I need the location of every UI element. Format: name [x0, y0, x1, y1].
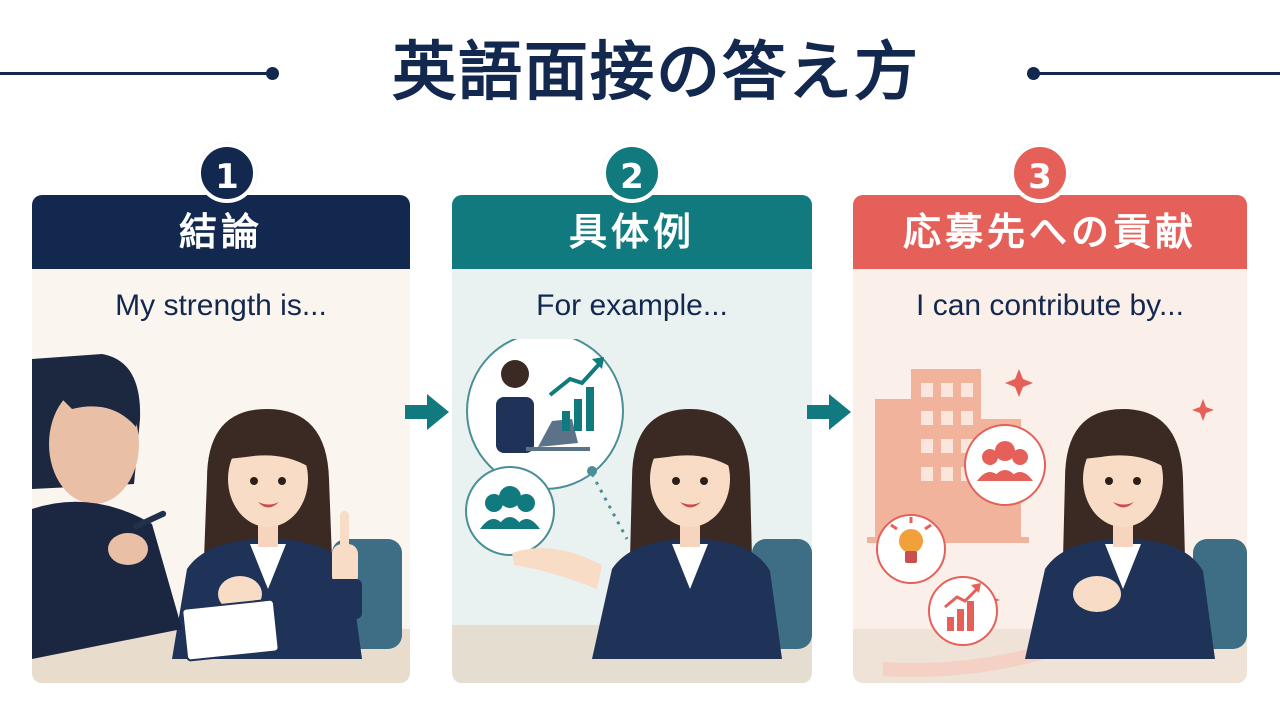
- candidate-icon: [1025, 409, 1215, 659]
- team-icon: [977, 441, 1033, 481]
- step-2-card: 具体例 For example...: [452, 195, 812, 683]
- title-divider-right: [1034, 72, 1280, 75]
- title-divider-dot-left: [266, 67, 279, 80]
- step-2-body: For example...: [452, 269, 812, 683]
- interviewer-icon: [32, 354, 280, 662]
- step-3-body: I can contribute by...: [853, 269, 1247, 683]
- step-2-badge: 2: [602, 143, 662, 203]
- arrow-right-icon: [405, 394, 449, 430]
- page-title: 英語面接の答え方: [392, 36, 920, 110]
- step-3-phrase: I can contribute by...: [916, 289, 1184, 322]
- title-row: 英語面接の答え方: [0, 28, 1280, 118]
- step-1-badge: 1: [197, 143, 257, 203]
- title-divider-left: [0, 72, 270, 75]
- step-2-phrase: For example...: [536, 289, 728, 322]
- step-1-heading: 結論: [32, 195, 410, 269]
- step-1-illustration: [32, 354, 410, 683]
- step-3-card: 応募先への貢献 I can contribute by...: [853, 195, 1247, 683]
- step-2-heading: 具体例: [452, 195, 812, 269]
- growth-chart-icon: [944, 583, 981, 631]
- title-divider-dot-right: [1027, 67, 1040, 80]
- step-1-phrase: My strength is...: [115, 289, 327, 322]
- step-3-badge: 3: [1010, 143, 1070, 203]
- step-2-illustration: [452, 339, 812, 683]
- lightbulb-icon: [890, 517, 932, 563]
- pointing-hand-icon: [328, 511, 362, 619]
- candidate-icon: [512, 409, 782, 659]
- growth-chart-icon: [548, 357, 604, 431]
- step-3-illustration: [853, 369, 1247, 683]
- team-icon: [480, 486, 540, 529]
- sparkle-icon: [1005, 369, 1033, 397]
- step-3-heading: 応募先への貢献: [853, 195, 1247, 269]
- sparkle-icon: [1192, 399, 1214, 421]
- arrow-right-icon: [807, 394, 851, 430]
- step-1-body: My strength is...: [32, 269, 410, 683]
- step-1-card: 結論 My strength is...: [32, 195, 410, 683]
